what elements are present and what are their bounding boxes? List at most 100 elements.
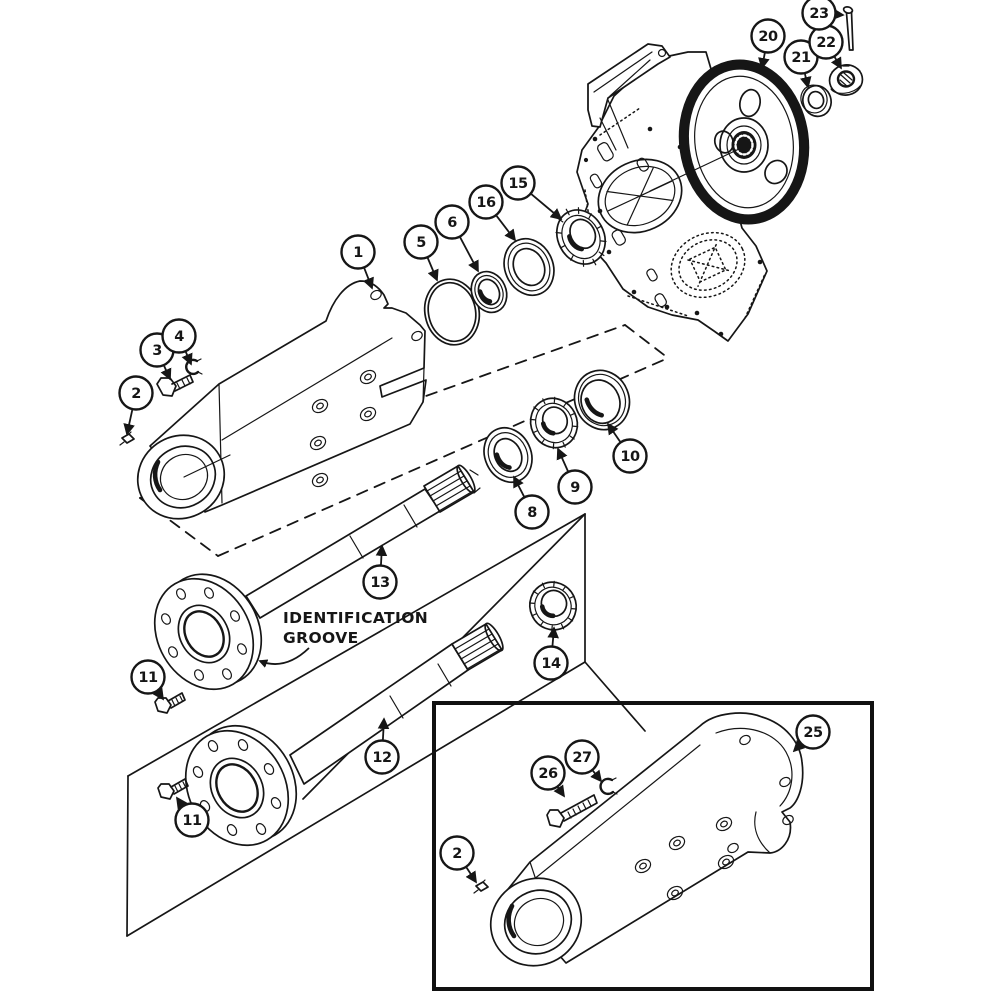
- gear-hub: [720, 118, 768, 172]
- callout-circle: [502, 167, 535, 200]
- callout-circle: [614, 440, 647, 473]
- callout-circle: [470, 186, 503, 219]
- leader-line: [832, 8, 845, 21]
- leader-line: [800, 74, 812, 89]
- bearing-cone-14: [520, 572, 586, 640]
- callout-number: 9: [570, 480, 580, 496]
- callout-circle: [163, 320, 196, 353]
- leader-line: [460, 237, 479, 273]
- callout-27: 27: [566, 741, 603, 783]
- callout-number: 13: [370, 575, 389, 591]
- axle-housing-lh: [475, 713, 803, 982]
- seal-6: [465, 266, 513, 318]
- seal-8: [475, 420, 540, 490]
- leader-line: [152, 687, 164, 701]
- bolt-26: [547, 795, 597, 827]
- callout-9: 9: [556, 447, 592, 504]
- callout-circle: [803, 0, 836, 30]
- bull-gear: [650, 52, 819, 232]
- callout-6: 6: [436, 206, 479, 273]
- callout-circle: [535, 647, 568, 680]
- leader-line: [123, 410, 135, 436]
- leader-line: [176, 796, 188, 810]
- callout-circle: [797, 716, 830, 749]
- annotation-identification-groove: IDENTIFICATION GROOVE: [258, 609, 428, 668]
- callout-number: 22: [816, 35, 835, 51]
- annotation-line1: IDENTIFICATION: [283, 609, 428, 627]
- callout-circle: [441, 837, 474, 870]
- bearing-9: [521, 388, 587, 458]
- callout-circle: [342, 236, 375, 269]
- slotted-nut-22: [827, 62, 866, 98]
- cotter-pin-23: [843, 6, 853, 50]
- callout-circle: [532, 757, 565, 790]
- callout-number: 5: [416, 235, 426, 251]
- callout-number: 15: [508, 176, 528, 192]
- callout-circle: [366, 741, 399, 774]
- leader-line: [362, 268, 374, 290]
- callout-16: 16: [470, 186, 517, 242]
- callout-number: 21: [791, 50, 811, 66]
- callout-circle: [364, 566, 397, 599]
- callout-number: 20: [758, 29, 778, 45]
- callout-number: 4: [174, 329, 184, 345]
- callout-number: 3: [152, 343, 162, 359]
- callout-number: 25: [803, 725, 823, 741]
- leader-line: [556, 447, 568, 471]
- leader-line: [547, 626, 559, 646]
- leader-line: [590, 769, 603, 783]
- callout-number: 14: [541, 656, 561, 672]
- callout-circle: [176, 804, 209, 837]
- callout-number: 6: [447, 215, 457, 231]
- lock-washer-4: [186, 359, 202, 374]
- callout-1: 1: [342, 236, 375, 290]
- callout-number: 11: [182, 813, 202, 829]
- callout-20: 20: [752, 20, 785, 70]
- callout-number: 26: [538, 766, 558, 782]
- callout-number: 8: [527, 505, 537, 521]
- callout-12: 12: [366, 717, 399, 774]
- callout-8: 8: [513, 475, 549, 529]
- identification-groove-arrow: [258, 648, 309, 668]
- callout-number: 2: [131, 386, 141, 402]
- leader-line: [792, 739, 806, 753]
- callout-number: 11: [138, 670, 158, 686]
- callout-number: 23: [809, 6, 828, 22]
- leader-line: [181, 352, 193, 366]
- seal-16: [495, 231, 562, 304]
- leader-line: [513, 475, 524, 496]
- callout-circle: [752, 20, 785, 53]
- callout-2: 2: [120, 377, 153, 436]
- callout-number: 12: [372, 750, 391, 766]
- leader-line: [531, 194, 563, 221]
- flange-bolt-11-lower: [158, 779, 188, 799]
- callout-4: 4: [163, 320, 196, 366]
- set-screw-2-inset: [474, 880, 488, 893]
- callout-circle: [405, 226, 438, 259]
- leader-line: [758, 53, 770, 70]
- callout-number: 10: [620, 449, 640, 465]
- axle-shaft-12: [165, 621, 506, 864]
- leader-line: [160, 366, 172, 381]
- callout-21: 21: [785, 41, 818, 89]
- callout-circle: [436, 206, 469, 239]
- washer-21: [797, 82, 835, 120]
- callout-11: 11: [176, 796, 209, 837]
- leader-line: [607, 422, 620, 442]
- flange-bolt-11-upper: [155, 693, 185, 713]
- callout-circle: [566, 741, 599, 774]
- leader-line: [465, 868, 477, 884]
- callout-11: 11: [132, 661, 165, 701]
- lock-washer-27: [601, 778, 617, 794]
- callout-number: 2: [452, 846, 462, 862]
- callout-number: 16: [476, 195, 496, 211]
- callout-14: 14: [535, 626, 568, 680]
- callout-15: 15: [502, 167, 563, 221]
- callout-2: 2: [441, 837, 477, 884]
- axle-shaft-13: [135, 463, 480, 707]
- leader-line: [830, 56, 842, 70]
- callout-number: 27: [572, 750, 591, 766]
